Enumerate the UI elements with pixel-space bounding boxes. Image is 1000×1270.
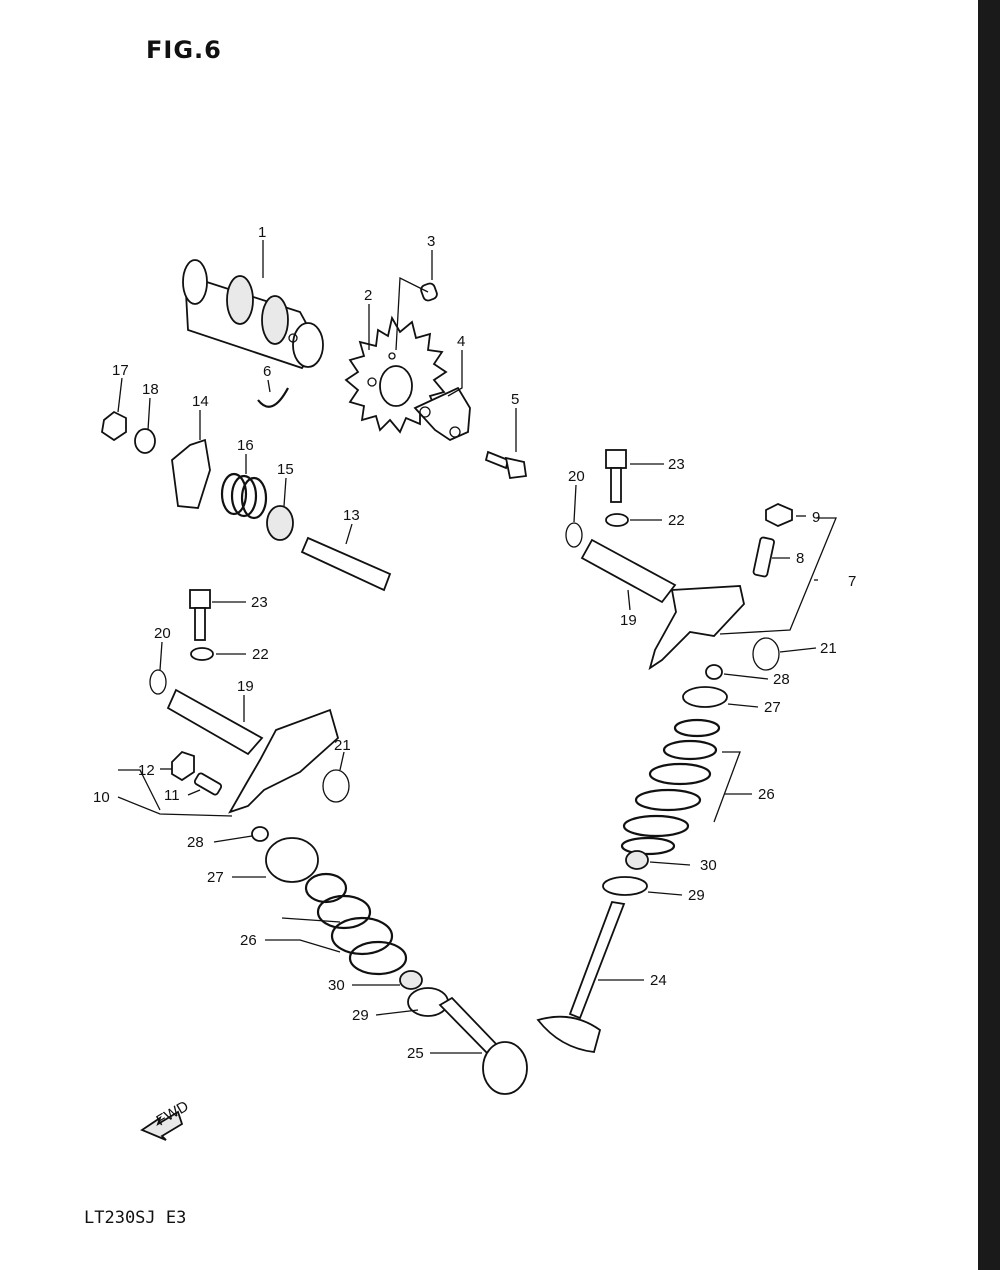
callout-25: 25 bbox=[407, 1045, 424, 1062]
part-plate bbox=[413, 386, 471, 442]
callout-12: 12 bbox=[138, 762, 155, 779]
part-cotter-28-right bbox=[705, 664, 723, 680]
part-camshaft bbox=[182, 259, 324, 370]
part-nut-17 bbox=[101, 410, 127, 442]
callout-13: 13 bbox=[343, 507, 360, 524]
part-adjust-screw-11 bbox=[193, 772, 223, 796]
callout-21-left: 21 bbox=[334, 737, 351, 754]
callout-1: 1 bbox=[258, 224, 266, 241]
part-cam-sprocket bbox=[344, 315, 448, 434]
callout-4: 4 bbox=[457, 333, 465, 350]
part-rocker-shaft-left bbox=[166, 688, 264, 756]
callout-29-left: 29 bbox=[352, 1007, 369, 1024]
part-bracket bbox=[171, 438, 211, 509]
part-stem-seal-30-left bbox=[399, 970, 423, 990]
part-shaft bbox=[300, 536, 392, 592]
callout-30-right: 30 bbox=[700, 857, 717, 874]
part-rocker-arm-left bbox=[228, 708, 340, 814]
part-rocker-shaft-right bbox=[580, 538, 677, 604]
part-o-ring-21-right bbox=[752, 637, 780, 671]
callout-3: 3 bbox=[427, 233, 435, 250]
part-bolt bbox=[484, 450, 528, 479]
part-spring-seat-29-left bbox=[407, 987, 449, 1017]
callout-9: 9 bbox=[812, 509, 820, 526]
callout-26-right: 26 bbox=[758, 786, 775, 803]
part-rocker-arm-right bbox=[648, 585, 745, 671]
part-bolt-23-right bbox=[605, 449, 627, 503]
part-clip bbox=[257, 387, 289, 408]
part-spring-seat-29-right bbox=[602, 876, 648, 896]
callout-10: 10 bbox=[93, 789, 110, 806]
callout-19-right: 19 bbox=[620, 612, 637, 629]
callout-29-right: 29 bbox=[688, 887, 705, 904]
callout-11: 11 bbox=[164, 787, 180, 804]
part-adjust-screw-8 bbox=[752, 536, 775, 578]
callout-2: 2 bbox=[364, 287, 372, 304]
callout-30-left: 30 bbox=[328, 977, 345, 994]
part-nut-9 bbox=[765, 503, 793, 527]
callout-26-left: 26 bbox=[240, 932, 257, 949]
part-valve-spring-26-right bbox=[620, 718, 721, 856]
part-dowel-pin bbox=[395, 276, 438, 351]
part-o-ring-21-left bbox=[322, 769, 350, 803]
callout-6: 6 bbox=[263, 363, 271, 380]
part-washer-18 bbox=[134, 428, 156, 454]
callout-16: 16 bbox=[237, 437, 254, 454]
part-cotter-28-left bbox=[251, 826, 269, 842]
callout-8: 8 bbox=[796, 550, 804, 567]
part-washer-22-right bbox=[605, 513, 629, 527]
callout-leaders bbox=[117, 240, 837, 1054]
callout-20-left: 20 bbox=[154, 625, 171, 642]
part-oil-seal bbox=[266, 505, 294, 541]
callout-20-right: 20 bbox=[568, 468, 585, 485]
part-valve-spring-26-left bbox=[304, 872, 408, 976]
callout-15: 15 bbox=[277, 461, 294, 478]
callout-24: 24 bbox=[650, 972, 667, 989]
callout-14: 14 bbox=[192, 393, 209, 410]
callout-5: 5 bbox=[511, 391, 519, 408]
part-o-ring-20-right bbox=[565, 522, 583, 548]
callout-27-right: 27 bbox=[764, 699, 781, 716]
callout-27-left: 27 bbox=[207, 869, 224, 886]
part-nut-12 bbox=[171, 750, 195, 782]
callout-22-right: 22 bbox=[668, 512, 685, 529]
callout-23-right: 23 bbox=[668, 456, 685, 473]
callout-21-right: 21 bbox=[820, 640, 837, 657]
scan-edge-border bbox=[978, 0, 1000, 1270]
fwd-arrow-icon: FWD bbox=[140, 1098, 192, 1141]
model-code: LT230SJ E3 bbox=[84, 1208, 187, 1228]
callout-18: 18 bbox=[142, 381, 159, 398]
part-intake-valve bbox=[438, 996, 528, 1095]
part-o-ring-20-left bbox=[149, 669, 167, 695]
callout-17: 17 bbox=[112, 362, 129, 379]
part-retainer-27-left bbox=[265, 837, 319, 883]
figure-title: FIG.6 bbox=[146, 36, 222, 64]
callout-7: 7 bbox=[848, 573, 856, 590]
callout-19-left: 19 bbox=[237, 678, 254, 695]
part-bolt-23-left bbox=[189, 589, 211, 641]
callout-28-left: 28 bbox=[187, 834, 204, 851]
part-retainer-27-right bbox=[682, 686, 728, 708]
callout-28-right: 28 bbox=[773, 671, 790, 688]
part-torsion-spring bbox=[220, 472, 268, 520]
part-exhaust-valve bbox=[536, 900, 626, 1053]
part-stem-seal-30-right bbox=[625, 850, 649, 870]
part-washer-22-left bbox=[190, 647, 214, 661]
callout-labels: 1 2 3 4 5 6 7 8 9 10 11 12 13 14 15 16 1… bbox=[93, 224, 856, 1062]
callout-23-left: 23 bbox=[251, 594, 268, 611]
callout-22-left: 22 bbox=[252, 646, 269, 663]
